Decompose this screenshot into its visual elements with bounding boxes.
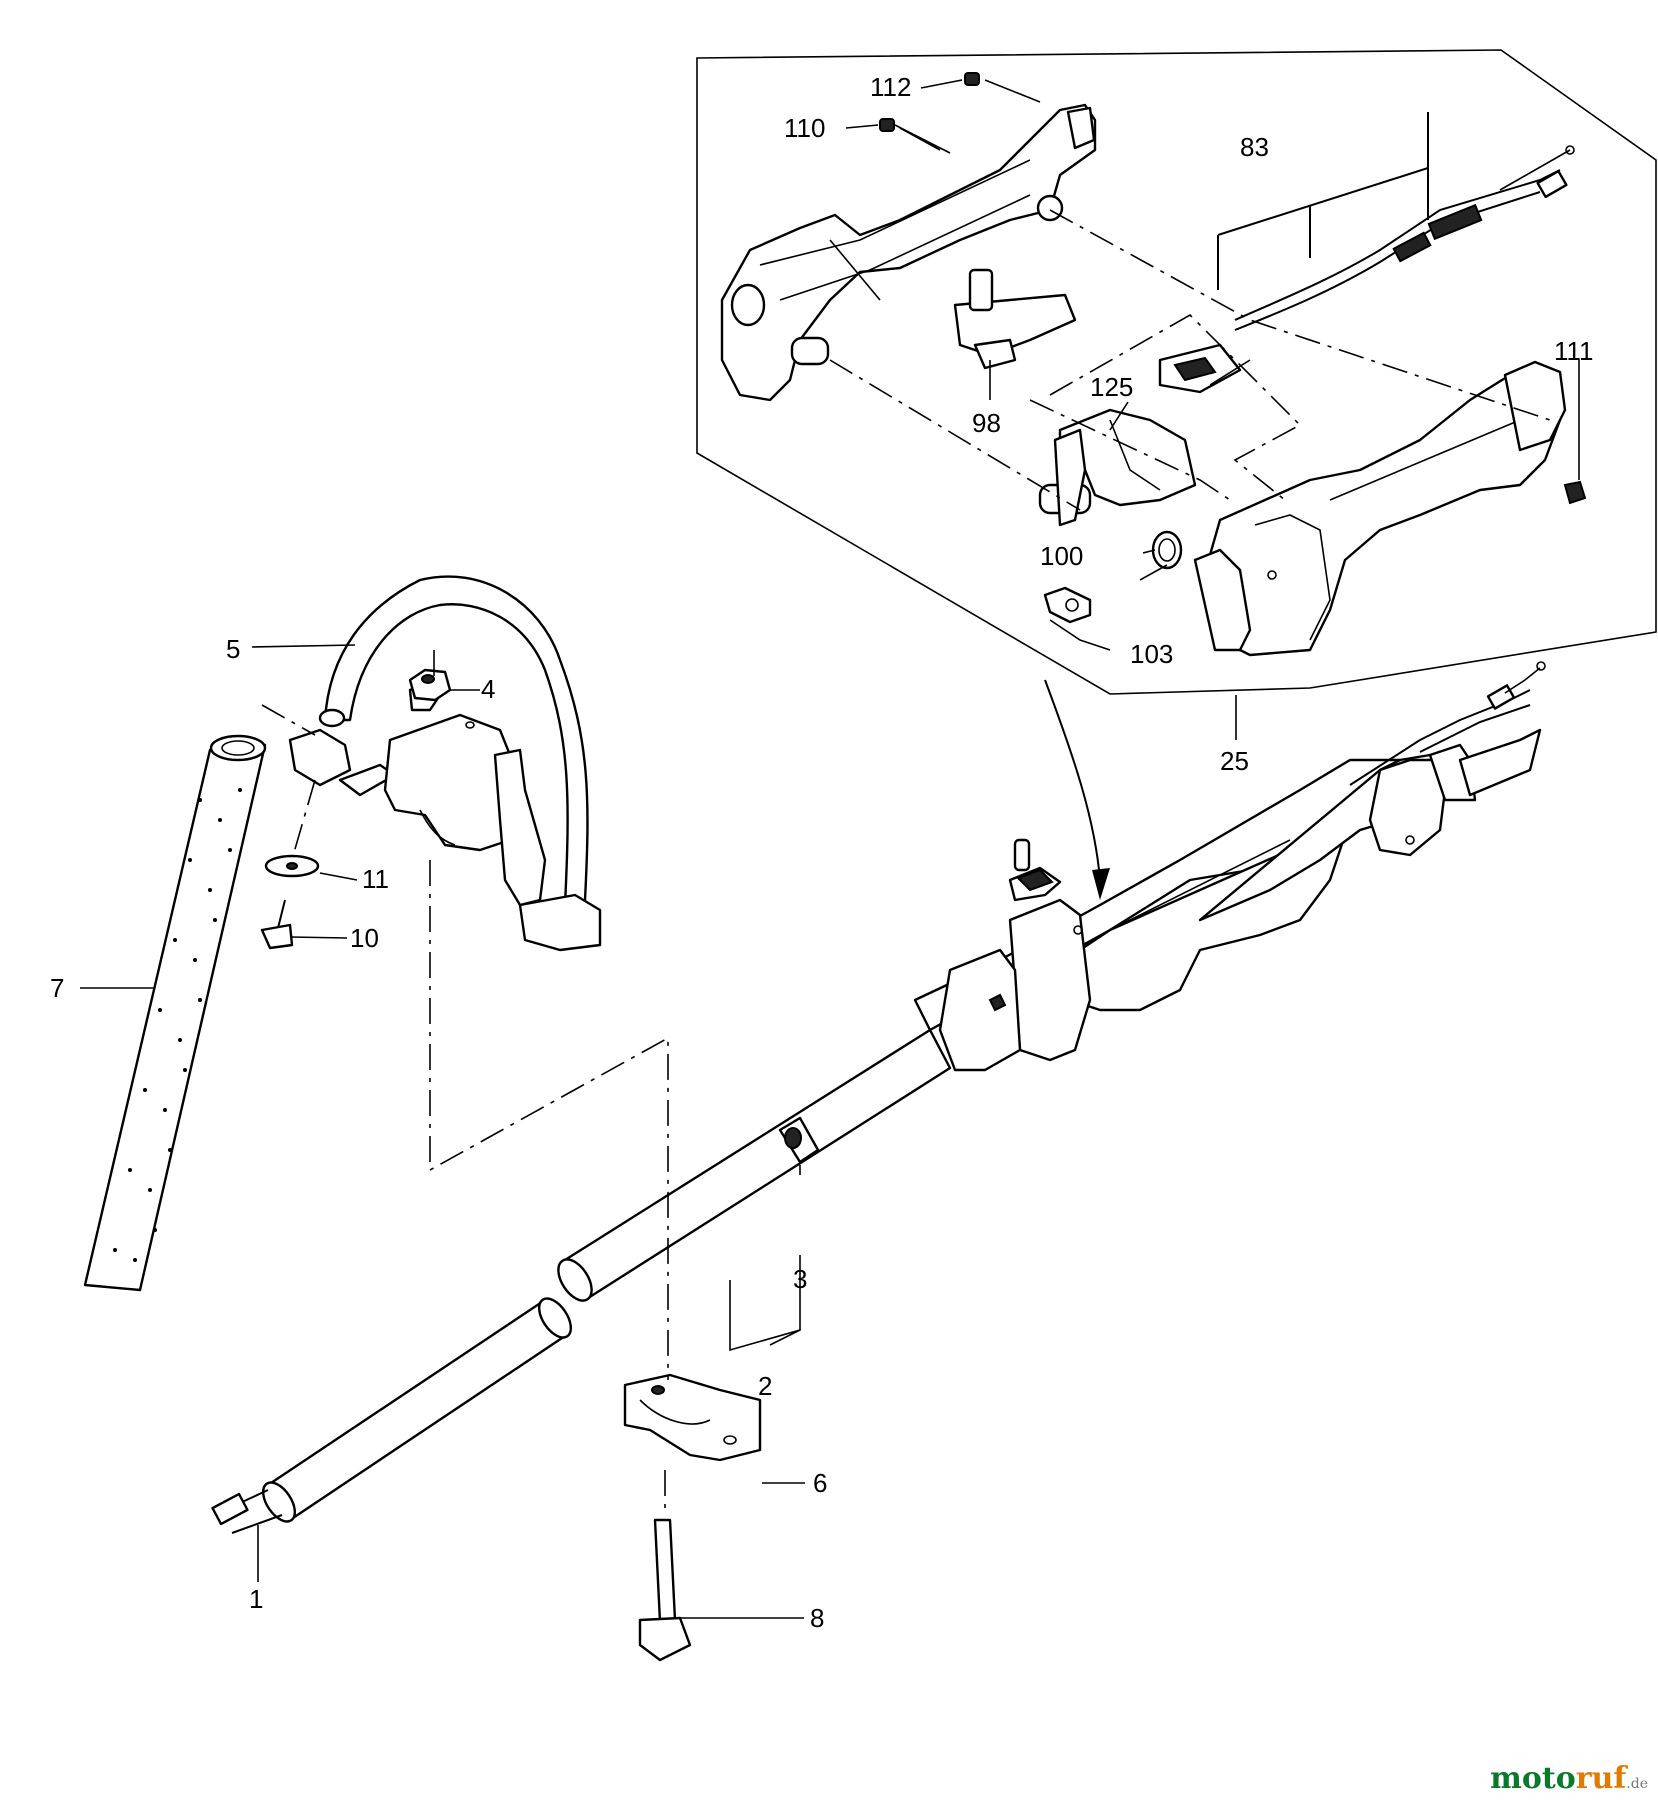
- label-125: 125: [1090, 372, 1133, 402]
- inset-frame: [696, 49, 1657, 695]
- leader-lines: [80, 79, 1580, 1619]
- label-1: 1: [249, 1584, 263, 1614]
- watermark-part-b: ruf: [1575, 1761, 1627, 1796]
- label-98: 98: [972, 408, 1001, 438]
- assembly-line: [292, 779, 316, 857]
- label-83: 83: [1240, 132, 1269, 162]
- clamp-bolt: [638, 1518, 692, 1662]
- grip-sleeve: [83, 734, 267, 1292]
- assembly-line: [261, 704, 316, 736]
- label-100: 100: [1040, 541, 1083, 571]
- clamp: [623, 1373, 762, 1462]
- watermark-logo: motoruf.de: [1490, 1761, 1648, 1796]
- label-7: 7: [50, 973, 64, 1003]
- handle-housing-upper: [720, 103, 1097, 402]
- main-shaft: [557, 1028, 952, 1302]
- label-112: 112: [870, 72, 911, 102]
- drive-shaft-tube: [211, 1297, 573, 1534]
- watermark-part-c: .de: [1626, 1776, 1648, 1792]
- label-110: 110: [784, 113, 825, 143]
- label-3: 3: [793, 1264, 807, 1294]
- label-10: 10: [350, 923, 379, 953]
- label-8: 8: [810, 1603, 824, 1633]
- label-111: 111: [1554, 336, 1594, 366]
- label-25: 25: [1220, 746, 1249, 776]
- assembly-line: [1029, 399, 1231, 501]
- label-6: 6: [813, 1468, 827, 1498]
- assembly-line: [829, 359, 1081, 511]
- handle-housing-lower: [1193, 360, 1587, 657]
- assembly-arrow: [1044, 679, 1110, 900]
- label-4: 4: [481, 674, 495, 704]
- spring: [1139, 530, 1183, 581]
- bolt-small: [260, 899, 294, 950]
- screws-upper: [879, 72, 1041, 154]
- assembly-line: [1049, 314, 1302, 501]
- label-5: 5: [226, 634, 240, 664]
- label-11: 11: [362, 864, 389, 894]
- throttle-cable: [1234, 145, 1575, 331]
- stop-switch: [1158, 343, 1251, 394]
- washer: [264, 854, 320, 878]
- label-103: 103: [1130, 639, 1173, 669]
- lever-lock: [1038, 408, 1197, 527]
- assembly-line: [429, 860, 669, 1380]
- throttle-trigger: [790, 268, 1077, 370]
- label-2: 2: [758, 1371, 772, 1401]
- nut: [408, 668, 452, 702]
- plate: [1043, 586, 1092, 624]
- loop-handle: [288, 575, 602, 952]
- throttle-cable-main: [1349, 661, 1546, 786]
- handle-assembly: [913, 728, 1542, 1072]
- watermark-part-a: moto: [1490, 1761, 1576, 1796]
- assembly-line: [1049, 209, 1551, 421]
